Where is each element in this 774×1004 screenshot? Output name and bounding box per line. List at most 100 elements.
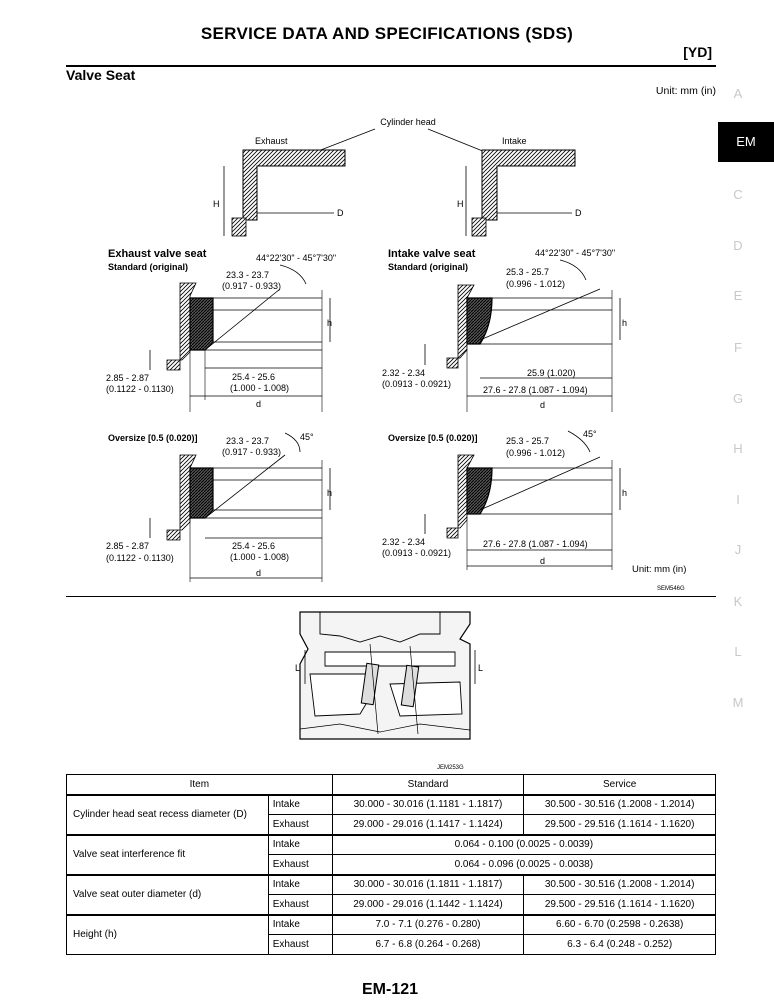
- intake-angle: 44°22'30" - 45°7'30": [535, 248, 615, 258]
- table-row: Exhaust 29.000 - 29.016 (1.1442 - 1.1424…: [67, 894, 716, 915]
- service-cell: 30.500 - 30.516 (1.2008 - 1.2014): [523, 793, 716, 815]
- exhaust-mid-dim: 25.4 - 25.6: [232, 372, 275, 382]
- intake-os-top-dim: 25.3 - 25.7: [506, 436, 549, 446]
- nav-item-d[interactable]: D: [733, 238, 743, 253]
- table-row: Exhaust 6.7 - 6.8 (0.264 - 0.268) 6.3 - …: [67, 934, 716, 955]
- d-label-intake-os: d: [540, 556, 545, 566]
- intake-bottom-dim: 27.6 - 27.8 (1.087 - 1.094): [483, 385, 588, 395]
- h-label-intake-seat: h: [622, 318, 627, 328]
- intake-seat-sub: Standard (original): [388, 262, 468, 272]
- exhaust-os-left-dim: 2.85 - 2.87: [106, 541, 149, 551]
- h-label-exhaust: H: [213, 199, 220, 209]
- sub-cell: Intake: [267, 873, 333, 895]
- exhaust-os-seat-insert: [189, 467, 214, 519]
- intake-os-seat-insert: [466, 467, 493, 515]
- standard-cell: 30.000 - 30.016 (1.1181 - 1.1817): [331, 793, 525, 815]
- col-header-service: Service: [523, 774, 716, 795]
- nav-item-a[interactable]: A: [733, 86, 743, 101]
- table-row: Exhaust 0.064 - 0.096 (0.0025 - 0.0038): [67, 854, 717, 875]
- nav-item-g[interactable]: G: [732, 391, 744, 406]
- intake-seat-title: Intake valve seat: [388, 248, 476, 260]
- page-number: EM-121: [361, 981, 419, 998]
- intake-mid-dim: 25.9 (1.020): [527, 368, 576, 378]
- l-label-right: L: [478, 663, 483, 673]
- nav-item-c[interactable]: C: [733, 187, 743, 202]
- exhaust-seat-insert: [189, 297, 214, 351]
- exhaust-seat-sub: Standard (original): [108, 262, 188, 272]
- col-header-item: Item: [66, 774, 333, 795]
- d-label-exhaust-os: d: [256, 568, 261, 578]
- exhaust-os-mid-dim: 25.4 - 25.6: [232, 541, 275, 551]
- intake-os-left-dim-in: (0.0913 - 0.0921): [382, 548, 451, 558]
- nav-item-l[interactable]: L: [734, 644, 742, 659]
- exhaust-mid-dim-in: (1.000 - 1.008): [230, 383, 289, 393]
- service-cell: 30.500 - 30.516 (1.2008 - 1.2014): [523, 873, 716, 895]
- intake-label: Intake: [502, 136, 527, 146]
- sub-cell: Exhaust: [267, 814, 333, 835]
- table-row: Height (h) Intake 7.0 - 7.1 (0.276 - 0.2…: [66, 913, 716, 955]
- standard-cell: 7.0 - 7.1 (0.276 - 0.280): [331, 913, 525, 935]
- valve-seat-figure: Cylinder head Exhaust Intake D H D H Exh…: [106, 117, 686, 592]
- intake-head-shape: [481, 149, 576, 221]
- nav-item-k[interactable]: K: [733, 594, 743, 609]
- item-cell: Valve seat interference fit: [66, 833, 269, 875]
- standard-cell: 29.000 - 29.016 (1.1417 - 1.1424): [331, 814, 525, 835]
- h-label-intake: H: [457, 199, 464, 209]
- service-cell: 29.500 - 29.516 (1.1614 - 1.1620): [523, 894, 716, 915]
- nav-item-h[interactable]: H: [733, 441, 743, 456]
- page-title: SERVICE DATA AND SPECIFICATIONS (SDS): [200, 24, 574, 43]
- table-row: Valve seat outer diameter (d) Intake 30.…: [66, 873, 716, 915]
- nav-item-m[interactable]: M: [732, 695, 744, 710]
- nav-item-f[interactable]: F: [734, 340, 742, 355]
- sub-cell: Exhaust: [267, 934, 333, 955]
- intake-top-dim: 25.3 - 25.7: [506, 267, 549, 277]
- exhaust-os-left-dim-in: (0.1122 - 0.1130): [106, 553, 174, 563]
- unit-label: Unit: mm (in): [655, 85, 716, 97]
- exhaust-oversize-title: Oversize [0.5 (0.020)]: [108, 433, 198, 443]
- nav-item-j[interactable]: J: [734, 542, 742, 557]
- table-row: Exhaust 29.000 - 29.016 (1.1417 - 1.1424…: [67, 814, 716, 835]
- nav-item-em[interactable]: EM: [718, 122, 774, 162]
- item-cell: Valve seat outer diameter (d): [66, 873, 269, 915]
- section-divider: [66, 596, 716, 597]
- exhaust-seat-title: Exhaust valve seat: [108, 248, 207, 260]
- intake-top-dim-in: (0.996 - 1.012): [506, 279, 565, 289]
- exhaust-angle: 44°22'30" - 45°7'30": [256, 253, 336, 263]
- exhaust-left-dim: 2.85 - 2.87: [106, 373, 149, 383]
- l-label-left: L: [295, 663, 300, 673]
- valve-seat-spec-table: Item Standard Service Cylinder head seat…: [66, 774, 717, 955]
- exhaust-os-mid-dim-in: (1.000 - 1.008): [230, 552, 289, 562]
- cylinder-head-section-figure: L L JEM253G: [295, 611, 483, 771]
- service-cell: 6.60 - 6.70 (0.2598 - 0.2638): [523, 913, 716, 935]
- figure-code: SEM546G: [657, 586, 685, 592]
- section-nav: A EM C D E F G H I J K L M: [718, 0, 774, 1004]
- table-row: Cylinder head seat recess diameter (D) I…: [66, 793, 716, 835]
- d-label-intake-seat: d: [540, 400, 545, 410]
- h-label: h: [327, 318, 332, 328]
- item-cell: Cylinder head seat recess diameter (D): [66, 793, 269, 835]
- sub-cell: Intake: [267, 793, 333, 815]
- table-header-row: Item Standard Service: [66, 774, 716, 795]
- cylinder-head-label: Cylinder head: [380, 117, 436, 127]
- exhaust-os-45: 45°: [300, 432, 314, 442]
- intake-os-45: 45°: [583, 429, 597, 439]
- exhaust-os-top-dim-in: (0.917 - 0.933): [222, 447, 281, 457]
- h-label-intake-os: h: [622, 488, 627, 498]
- service-cell: 29.500 - 29.516 (1.1614 - 1.1620): [523, 814, 716, 835]
- item-cell: Height (h): [66, 913, 269, 955]
- merged-cell: 0.064 - 0.096 (0.0025 - 0.0038): [331, 854, 717, 875]
- standard-cell: 30.000 - 30.016 (1.1811 - 1.1817): [331, 873, 525, 895]
- sub-cell: Intake: [267, 913, 333, 935]
- d-label: d: [256, 399, 261, 409]
- table-row: Valve seat interference fit Intake 0.064…: [66, 833, 717, 875]
- figure-unit-label: Unit: mm (in): [632, 564, 686, 575]
- d-label-exhaust: D: [337, 208, 344, 218]
- intake-oversize-title: Oversize [0.5 (0.020)]: [388, 433, 478, 443]
- nav-item-i[interactable]: I: [736, 492, 740, 507]
- exhaust-os-top-dim: 23.3 - 23.7: [226, 436, 269, 446]
- nav-item-e[interactable]: E: [733, 288, 743, 303]
- standard-cell: 29.000 - 29.016 (1.1442 - 1.1424): [331, 894, 525, 915]
- intake-left-dim: 2.32 - 2.34: [382, 368, 425, 378]
- d-label-intake: D: [575, 208, 582, 218]
- exhaust-label: Exhaust: [255, 136, 288, 146]
